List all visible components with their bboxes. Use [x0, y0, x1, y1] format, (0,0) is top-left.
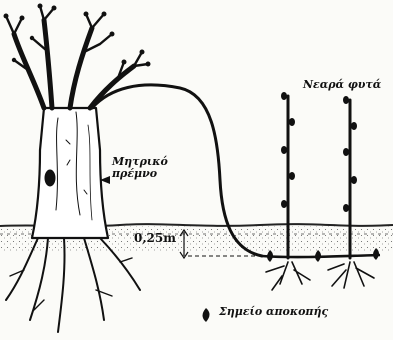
mother-plant-label: Μητρικό πρέμνο [112, 156, 168, 180]
young-plant-1 [266, 96, 310, 290]
leaf-cut-marker-icon [203, 308, 210, 322]
buried-shoot [262, 255, 380, 257]
depth-label: 0,25m [134, 232, 176, 245]
mother-plant-label-line2: πρέμνο [112, 168, 168, 180]
young-plants-label: Νεαρά φυτά [303, 79, 381, 91]
cut-point-label: Σημείο αποκοπής [219, 306, 328, 318]
young-plant-2 [328, 100, 374, 288]
